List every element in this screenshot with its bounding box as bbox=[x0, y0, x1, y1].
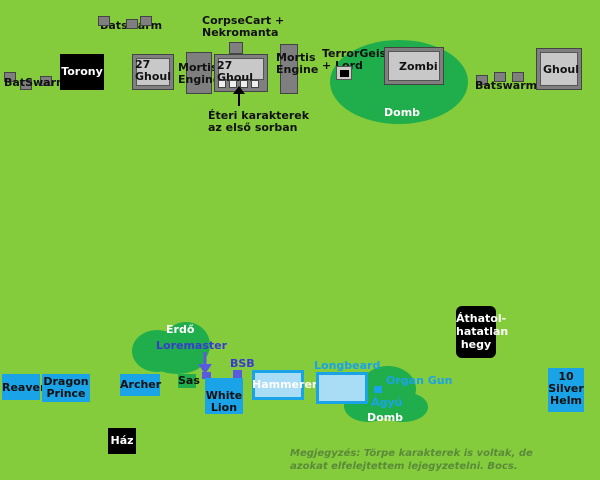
ghoul-left-label: 27 Ghoul bbox=[135, 58, 172, 83]
corpsecart-marker bbox=[229, 42, 243, 54]
hammerer-label: Hammerer bbox=[252, 378, 318, 391]
ghoul-right-inner bbox=[540, 52, 578, 86]
ethereal-char-4 bbox=[251, 80, 259, 88]
ethereal-char-3 bbox=[240, 80, 248, 88]
ghoul-left-inner bbox=[136, 58, 170, 86]
ethereal-char-1 bbox=[218, 80, 226, 88]
batswarm-right-bat-2 bbox=[494, 72, 506, 82]
bsb-label: BSB bbox=[230, 357, 255, 370]
athatolhatatlan-hegy: Áthatol- hatatlan hegy bbox=[456, 306, 508, 358]
archer-unit: Archer bbox=[120, 374, 162, 396]
torony-label: Torony bbox=[61, 65, 103, 78]
organ-gun-label: Organ Gun bbox=[386, 374, 453, 387]
mortis-right-label: Mortis Engine bbox=[276, 51, 319, 76]
batswarm-top-bat-2 bbox=[126, 19, 138, 29]
silver-helm-label: 10 Silver Helm bbox=[548, 370, 584, 407]
sas-label: Sas bbox=[178, 374, 200, 387]
hammerer-unit: Hammerer bbox=[252, 370, 318, 400]
torony-building: Torony bbox=[60, 54, 104, 90]
reaver-unit: Reaver bbox=[2, 374, 45, 400]
batswarm-left-bat-2 bbox=[20, 80, 32, 90]
forest-blob-3 bbox=[150, 346, 204, 374]
ethereal-arrow-icon bbox=[233, 86, 245, 106]
bsb-marker bbox=[233, 370, 242, 378]
corpsecart-label: CorpseCart + Nekromanta bbox=[202, 14, 285, 39]
hammerer-inner bbox=[255, 373, 301, 397]
batswarm-top-bat-1 bbox=[98, 16, 110, 26]
ghoul-right-label: Ghoul bbox=[543, 63, 580, 76]
loremaster-marker bbox=[202, 372, 211, 379]
haz-building: Ház bbox=[108, 428, 136, 454]
batswarm-right-label: Batswarm bbox=[475, 79, 538, 92]
hill-bottom-3 bbox=[378, 392, 428, 422]
athatolhatatlan-label: Áthatol- hatatlan hegy bbox=[456, 312, 509, 351]
mortis-left-marker bbox=[186, 52, 212, 94]
hill-top-label: Domb bbox=[384, 106, 421, 119]
batswarm-right-bat-1 bbox=[476, 75, 488, 85]
longbeard-label: Longbeard bbox=[314, 359, 381, 372]
eteri-note: Éteri karakterek az első sorban bbox=[208, 109, 310, 134]
footnote: Megjegyzés: Törpe karakterek is voltak, … bbox=[290, 448, 533, 472]
hill-bottom-label: Domb bbox=[367, 411, 404, 424]
zombi-unit: Zombi bbox=[384, 47, 444, 85]
agyu-label: Ágyú bbox=[371, 396, 403, 409]
batswarm-right-bat-3 bbox=[512, 72, 524, 82]
zombi-inner bbox=[388, 51, 440, 81]
zombi-label: Zombi bbox=[399, 60, 438, 73]
white-lion-label: White Lion bbox=[205, 389, 243, 414]
terrorgeist-marker bbox=[336, 66, 352, 80]
forest-label: Erdő bbox=[166, 323, 195, 336]
batswarm-left-label: BatSwarm bbox=[4, 76, 68, 89]
mortis-left-label: Mortis Engine bbox=[178, 61, 221, 86]
batswarm-left-bat-1 bbox=[4, 72, 16, 82]
terrorgeist-lord-marker bbox=[340, 70, 349, 77]
archer-label: Archer bbox=[120, 378, 162, 391]
dragon-prince-label: Dragon Prince bbox=[43, 375, 89, 400]
sas-unit: Sas bbox=[178, 374, 200, 388]
white-lion-unit: White Lion bbox=[205, 378, 243, 414]
ghoul-right-unit: Ghoul bbox=[536, 48, 582, 90]
loremaster-label: Loremaster bbox=[156, 339, 228, 352]
ghoul-center-inner bbox=[218, 58, 264, 80]
ethereal-char-2 bbox=[229, 80, 237, 88]
batswarm-top-bat-3 bbox=[140, 16, 152, 26]
longbeard-unit bbox=[316, 372, 368, 404]
dragon-prince-unit: Dragon Prince bbox=[42, 374, 90, 402]
haz-label: Ház bbox=[110, 434, 134, 447]
reaver-label: Reaver bbox=[2, 381, 46, 394]
longbeard-inner bbox=[319, 375, 365, 401]
ghoul-left-unit: 27 Ghoul bbox=[132, 54, 174, 90]
terrorgeist-label: TerrorGeist + Lord bbox=[322, 47, 392, 72]
batswarm-left-bat-3 bbox=[40, 76, 52, 86]
ghoul-center-unit: 27 Ghoul bbox=[214, 54, 268, 92]
organ-gun-marker bbox=[374, 386, 382, 393]
silver-helm-unit: 10 Silver Helm bbox=[548, 368, 584, 412]
loremaster-arrow-icon bbox=[198, 352, 212, 374]
mortis-right-marker bbox=[280, 44, 298, 94]
